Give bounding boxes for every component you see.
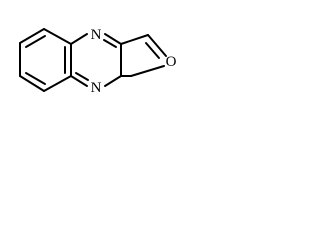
bond [120,34,149,45]
bond [43,75,72,92]
furan-ring [120,34,167,77]
bond [19,28,45,44]
bond [104,33,122,45]
atom-label-o: O [166,54,177,70]
bond [104,75,122,87]
structure-canvas: N N O [0,0,231,121]
bond [19,75,45,92]
double-bond-inner [25,72,46,85]
bond [130,65,165,77]
atom-label-n-bottom: N [91,80,102,96]
bond [147,34,167,57]
bond [43,28,72,45]
bond [70,75,88,87]
benzene-ring [19,28,72,92]
pyrazine-ring [70,33,122,87]
bond [70,33,88,45]
atom-label-n-top: N [91,27,102,43]
structure-diagram: N N O [19,27,177,96]
double-bond-inner [75,72,89,81]
double-bond-inner [25,35,46,48]
double-bond-inner [103,39,117,48]
double-bond-inner [145,42,160,59]
